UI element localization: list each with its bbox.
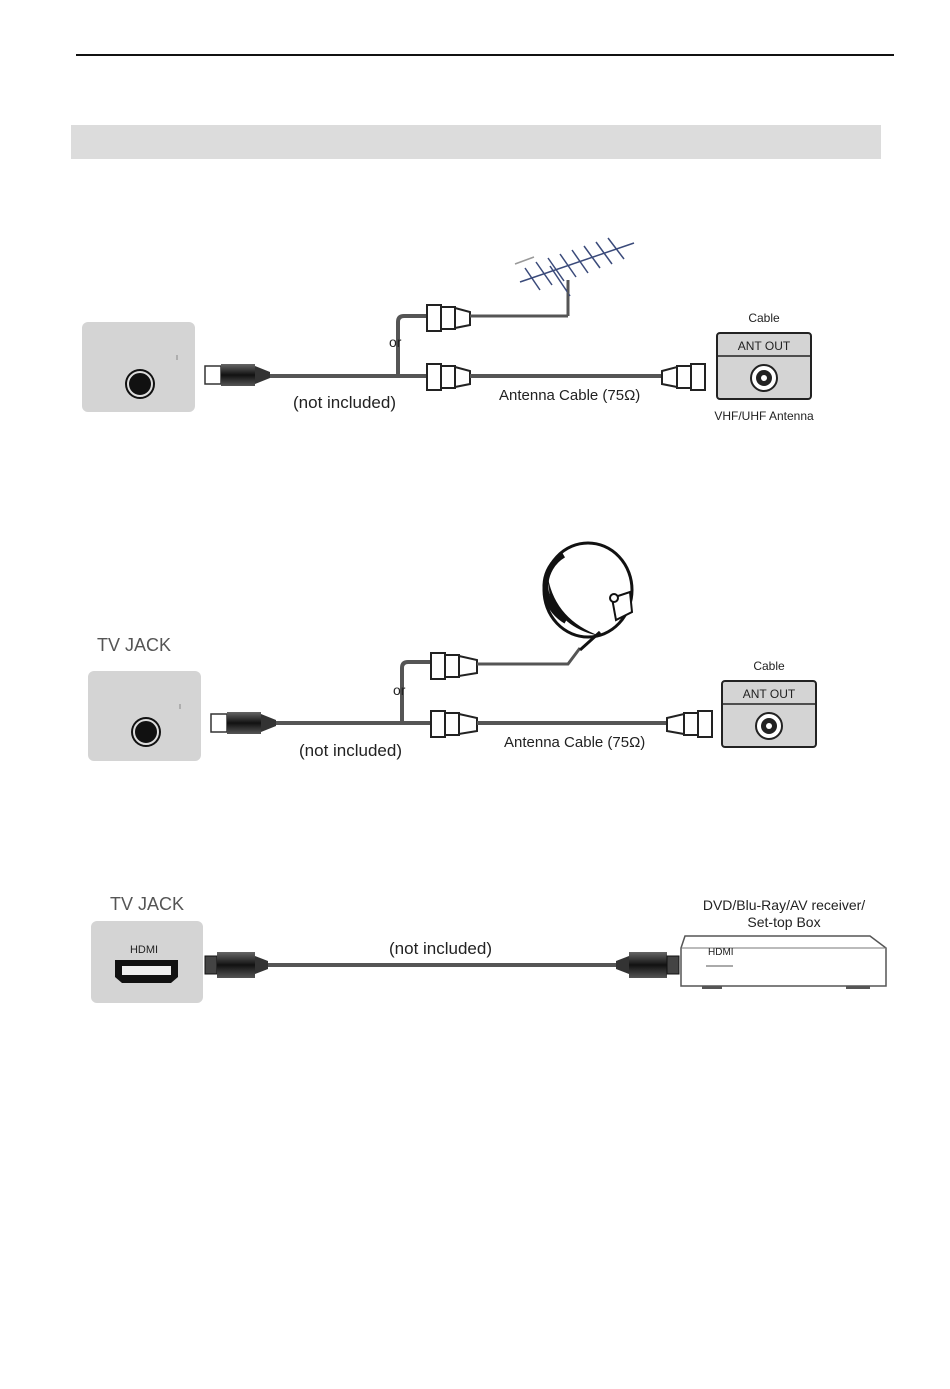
tv-jack-panel [88, 671, 201, 761]
ant-out-label: ANT OUT [743, 687, 796, 701]
not-included-label: (not included) [389, 939, 492, 958]
f-connector-icon [667, 711, 712, 737]
f-connector-icon [427, 305, 470, 331]
or-label: or [389, 334, 402, 350]
f-connector-icon [431, 711, 477, 737]
diagram-satellite: TV JACK [88, 535, 816, 761]
satellite-dish-icon [531, 535, 638, 650]
not-included-label: (not included) [293, 393, 396, 412]
rf-plug-icon [205, 364, 270, 386]
antenna-cable-label: Antenna Cable (75Ω) [499, 387, 640, 404]
dish-lead [477, 648, 580, 664]
f-connector-icon [427, 364, 470, 390]
cable-label: Cable [748, 311, 780, 325]
cable-label: Cable [753, 659, 785, 673]
branch-cable [402, 662, 431, 723]
branch-cable [398, 316, 427, 376]
device-hdmi-label: HDMI [708, 947, 734, 958]
hdmi-plug-icon [616, 952, 679, 978]
hdmi-port-label: HDMI [130, 944, 158, 956]
not-included-label: (not included) [299, 741, 402, 760]
tv-jack-panel [91, 921, 203, 1003]
tv-jack-title: TV JACK [97, 635, 171, 655]
diagram-hdmi: TV JACK HDMI HDMI (not include [91, 894, 886, 1003]
device-label-line1: DVD/Blu-Ray/AV receiver/ [703, 897, 865, 913]
hdmi-plug-icon [205, 952, 268, 978]
rf-plug-icon [211, 712, 276, 734]
antenna-cable-label: Antenna Cable (75Ω) [504, 734, 645, 751]
ant-out-label: ANT OUT [738, 339, 791, 353]
set-top-box-icon [681, 936, 886, 989]
tv-jack-title: TV JACK [110, 894, 184, 914]
tv-jack-panel [82, 322, 195, 412]
device-label-line2: Set-top Box [747, 914, 820, 930]
f-connector-icon [431, 653, 477, 679]
f-connector-icon [662, 364, 705, 390]
diagram-antenna: or (not included) Antenna Cable (75Ω) Ca… [82, 238, 814, 423]
yagi-antenna-icon [515, 238, 634, 300]
vhf-uhf-antenna-label: VHF/UHF Antenna [714, 409, 814, 423]
or-label: or [393, 682, 406, 698]
